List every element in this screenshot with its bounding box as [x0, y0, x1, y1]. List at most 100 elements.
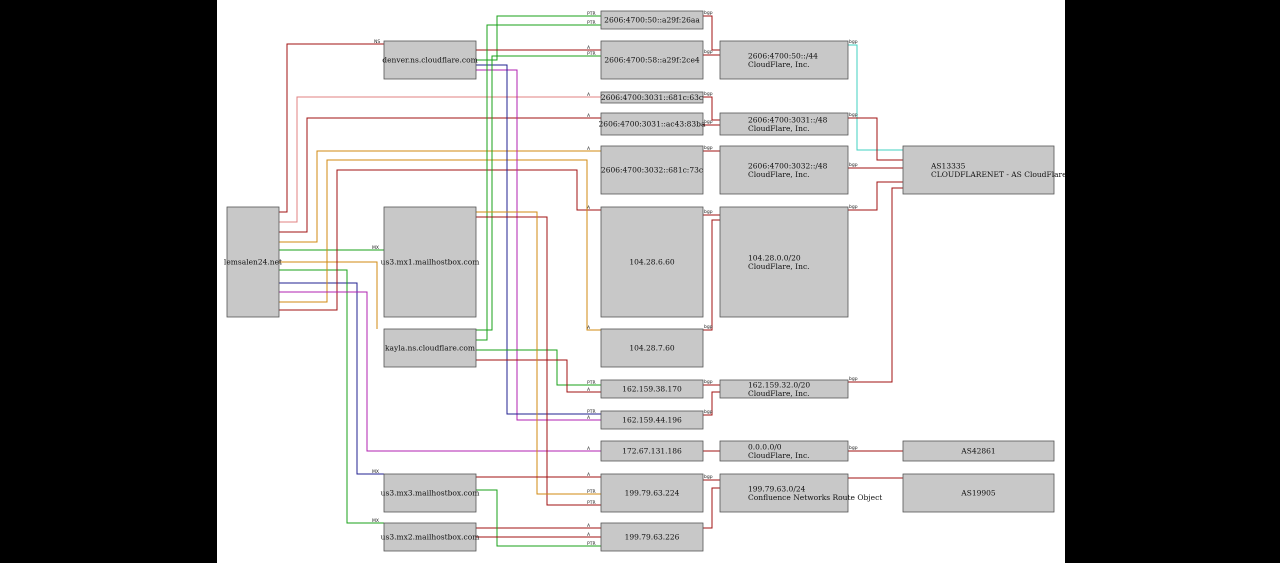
edge-label: A: [587, 446, 591, 452]
node-ip6-4[interactable]: 2606:4700:3031::ac43:83ba: [599, 112, 706, 136]
node-box: [600, 112, 704, 136]
edge-ptr-ip4_3: [476, 349, 601, 386]
edge-ns-kayla: [279, 261, 378, 329]
node-label: 2606:4700:3031::681c:63c: [601, 93, 703, 102]
node-ip4-3[interactable]: 162.159.38.170: [600, 379, 704, 399]
edge-label: PTR: [587, 409, 596, 415]
node-box: [600, 40, 704, 80]
edge-ptr-kayla: [476, 24, 601, 341]
edge-a-ip4_4: [476, 69, 601, 421]
edge-bgp-9: [703, 391, 720, 416]
node-label: AS13335: [930, 161, 966, 170]
node-mx3[interactable]: us3.mx3.mailhostbox.com: [381, 473, 480, 513]
node-label: 104.28.7.60: [629, 344, 675, 353]
node-label: denver.ns.cloudflare.com: [382, 56, 477, 65]
edge-label: PTR: [587, 380, 596, 386]
edge-label: bgp: [849, 376, 858, 382]
node-label: us3.mx2.mailhostbox.com: [381, 533, 480, 542]
node-label: 199.79.63.224: [625, 489, 680, 498]
edge-ptr-ip4_6: [476, 216, 601, 506]
edge-a-ip6_4: [279, 117, 601, 233]
node-ip4-1[interactable]: 104.28.6.60: [600, 206, 704, 318]
edge-label: A: [587, 92, 591, 98]
node-kayla[interactable]: kayla.ns.cloudflare.com: [383, 328, 477, 368]
edge-label: A: [587, 45, 591, 51]
edges-layer: NSMXMXMXAAAAAAPTRAAPTRPTRPTRAPTRPTRPTRAA…: [279, 10, 903, 547]
node-label: CloudFlare, Inc.: [748, 389, 810, 398]
edge-label: bgp: [704, 91, 713, 97]
node-domain[interactable]: lemsalen24.net: [224, 206, 282, 318]
node-label: 172.67.131.186: [622, 447, 682, 456]
node-denver[interactable]: denver.ns.cloudflare.com: [382, 40, 478, 80]
node-ip4-5[interactable]: 172.67.131.186: [600, 440, 704, 462]
edge-as-5: [848, 187, 903, 383]
edge-a-ip4_3: [476, 359, 601, 393]
node-ip4-2[interactable]: 104.28.7.60: [600, 328, 704, 368]
edge-label: bgp: [849, 204, 858, 210]
nodes-layer: lemsalen24.net denver.ns.cloudflare.com us…: [224, 10, 1065, 552]
edge-label: A: [587, 205, 591, 211]
edge-label: PTR: [587, 500, 596, 506]
node-as-2[interactable]: AS42861: [902, 440, 1055, 462]
node-label: CLOUDFLARENET - AS CloudFlare, Inc.: [931, 170, 1065, 179]
node-ip4-7[interactable]: 199.79.63.226: [600, 522, 704, 552]
edge-label: bgp: [704, 379, 713, 385]
edge-as-4: [848, 181, 903, 211]
node-box: [902, 440, 1055, 462]
edge-label: bgp: [704, 145, 713, 151]
edge-label: bgp: [704, 119, 713, 125]
node-label: 2606:4700:3032::/48: [748, 161, 828, 170]
edge-label: bgp: [849, 112, 858, 118]
edge-label: PTR: [587, 541, 596, 547]
node-ip6-3[interactable]: 2606:4700:3031::681c:63c: [600, 91, 704, 104]
edge-ns-denver: [279, 43, 384, 213]
node-label: CloudFlare, Inc.: [748, 124, 810, 133]
edge-bgp-1: [703, 15, 720, 51]
edge-ptr-ip4_6b: [476, 211, 601, 495]
node-ip6-2[interactable]: 2606:4700:58::a29f:2ce4: [600, 40, 704, 80]
node-box: [719, 473, 849, 513]
node-as-3[interactable]: AS19905: [902, 473, 1055, 513]
node-box: [600, 440, 704, 462]
node-box: [719, 112, 849, 136]
edge-a-ip6_3: [279, 96, 601, 223]
edge-label: MX: [372, 245, 379, 251]
edge-ptr-ip4_7: [476, 489, 601, 547]
node-label: AS19905: [960, 489, 996, 498]
node-mx2[interactable]: us3.mx2.mailhostbox.com: [381, 522, 480, 552]
node-box: [600, 91, 704, 104]
node-label: 2606:4700:3031::/48: [748, 115, 828, 124]
edge-label: bgp: [849, 162, 858, 168]
node-ip4-4[interactable]: 162.159.44.196: [600, 410, 704, 430]
edge-as-2: [848, 117, 903, 161]
node-mx1[interactable]: us3.mx1.mailhostbox.com: [381, 206, 480, 318]
edge-label: A: [587, 325, 591, 331]
node-label: us3.mx3.mailhostbox.com: [381, 489, 480, 498]
node-box: [719, 440, 849, 462]
edge-label: bgp: [704, 10, 713, 16]
edge-mx-mx2: [279, 269, 384, 524]
node-ip6-1[interactable]: 2606:4700:50::a29f:26aa: [600, 10, 704, 30]
node-box: [600, 328, 704, 368]
node-box: [719, 206, 849, 318]
edge-label: A: [587, 146, 591, 152]
edge-label: MX: [372, 469, 379, 475]
edge-label: PTR: [587, 51, 596, 57]
node-ip6-5[interactable]: 2606:4700:3032::681c:73c: [600, 145, 704, 195]
node-ip4-6[interactable]: 199.79.63.224: [600, 473, 704, 513]
node-label: 162.159.32.0/20: [748, 380, 810, 389]
edge-label: PTR: [587, 20, 596, 26]
edge-label: MX: [372, 518, 379, 524]
edge-mx-mx3: [279, 282, 384, 475]
node-box: [719, 145, 849, 195]
node-box: [383, 473, 477, 513]
node-label: 2606:4700:58::a29f:2ce4: [604, 56, 700, 65]
